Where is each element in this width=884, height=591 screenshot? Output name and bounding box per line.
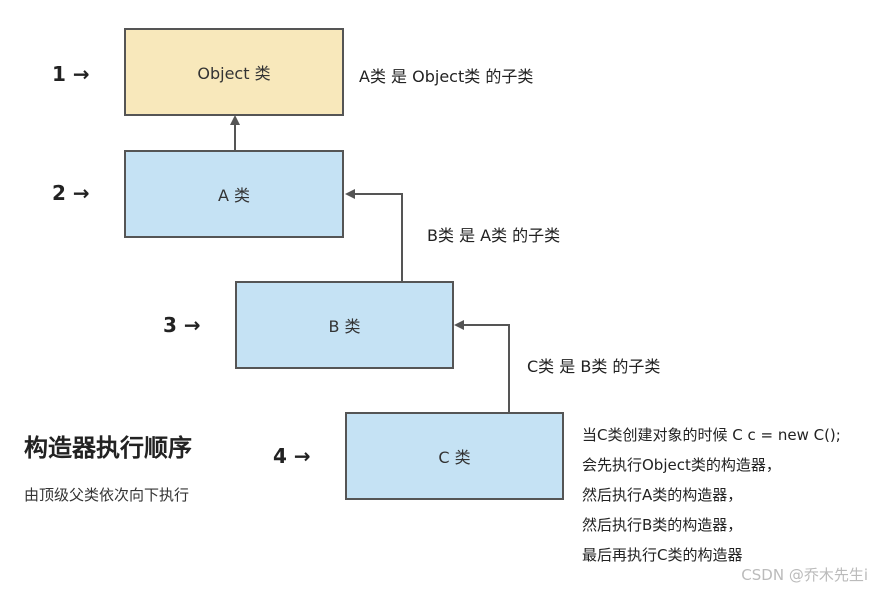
note-c-extends-b: C类 是 B类 的子类: [527, 357, 661, 376]
explanation-line: 会先执行Object类的构造器，: [582, 456, 781, 474]
object-class-box: Object 类: [124, 28, 344, 116]
note-a-extends-object: A类 是 Object类 的子类: [359, 67, 534, 86]
a-class-label: A 类: [217, 186, 251, 205]
explanation-line: 然后执行A类的构造器，: [582, 486, 743, 504]
c-class-label: C 类: [438, 448, 471, 467]
note-b-extends-a: B类 是 A类 的子类: [427, 226, 561, 245]
constructor-explanation: 当C类创建对象的时候 C c = new C(); 会先执行Object类的构造…: [582, 420, 841, 570]
object-class-label: Object 类: [197, 64, 271, 83]
b-class-box: B 类: [235, 281, 454, 369]
explanation-line: 最后再执行C类的构造器: [582, 546, 743, 564]
explanation-line: 然后执行B类的构造器，: [582, 516, 743, 534]
csdn-watermark: CSDN @乔木先生i: [741, 566, 868, 584]
step-2-label: 2 →: [52, 181, 90, 205]
c-class-box: C 类: [345, 412, 564, 500]
arrow-b-to-a: [345, 189, 403, 281]
step-1-label: 1 →: [52, 62, 90, 86]
a-class-box: A 类: [124, 150, 344, 238]
step-3-label: 3 →: [163, 313, 201, 337]
b-class-label: B 类: [328, 317, 361, 336]
diagram-title: 构造器执行顺序: [24, 434, 192, 462]
arrow-c-to-b: [454, 320, 510, 412]
diagram-subtitle: 由顶级父类依次向下执行: [24, 486, 190, 504]
step-4-label: 4 →: [273, 444, 311, 468]
explanation-line: 当C类创建对象的时候 C c = new C();: [582, 426, 841, 444]
